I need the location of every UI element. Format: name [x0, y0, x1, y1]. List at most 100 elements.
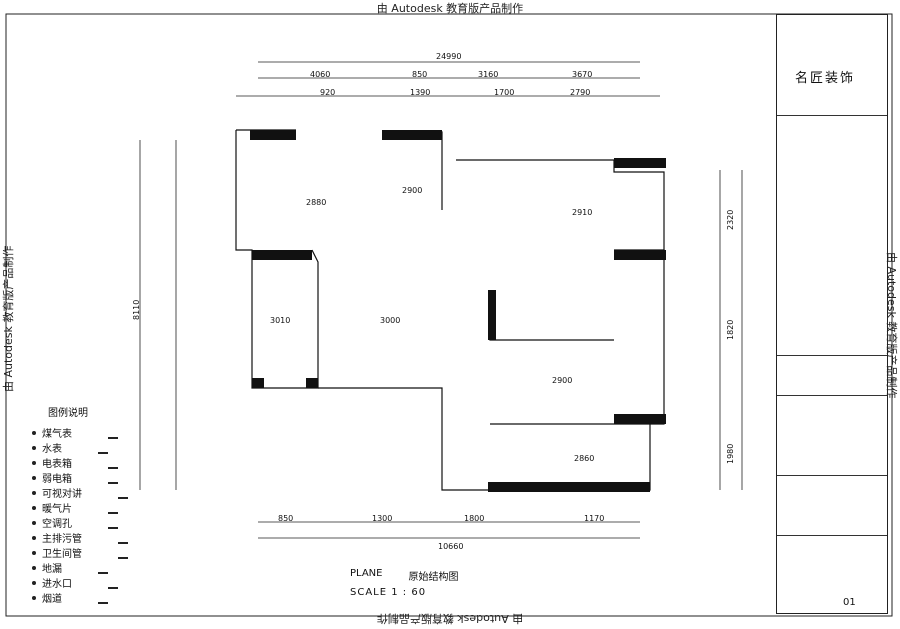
legend-item: 进水口: [32, 575, 128, 590]
legend-item-label: 电表箱: [42, 459, 72, 470]
room-height-label: 2860: [574, 454, 595, 463]
divider: [777, 395, 887, 396]
water-inlet-icon: [108, 577, 118, 589]
bullet-icon: [32, 520, 36, 525]
title-block: 名匠装饰 01: [776, 14, 888, 614]
bullet-icon: [32, 445, 36, 450]
room-height-label: 2900: [402, 186, 423, 195]
legend-item: 电表箱: [32, 455, 128, 470]
radiator-icon: [108, 502, 118, 514]
legend-item-label: 空调孔: [42, 519, 72, 530]
room-height-label: 2900: [552, 376, 573, 385]
room-height-label: 2880: [306, 198, 327, 207]
structural-columns: [250, 130, 666, 492]
watermark-top: 由 Autodesk 教育版产品制作: [376, 2, 524, 15]
dim-label-bottom: 1300: [372, 514, 393, 523]
dim-label-left-overall: 8110: [132, 299, 141, 320]
legend-item: 可视对讲: [32, 485, 128, 500]
legend-item: 暖气片: [32, 500, 128, 515]
wall-south: [318, 387, 651, 491]
bullet-icon: [32, 580, 36, 585]
legend-item: 弱电箱: [32, 470, 128, 485]
column-7: [614, 250, 666, 260]
water-meter-icon: [98, 442, 108, 454]
intercom-icon: [118, 487, 128, 499]
dim-label-top: 850: [412, 70, 428, 79]
weak-current-box-icon: [108, 472, 118, 484]
wall-inner-1: [489, 290, 614, 341]
column-9: [614, 414, 666, 424]
bullet-icon: [32, 430, 36, 435]
column-1: [250, 130, 296, 140]
watermark-left: 由 Autodesk 教育版产品制作: [2, 245, 15, 392]
room-height-label: 2910: [572, 208, 593, 217]
legend: 图例说明 煤气表水表电表箱弱电箱可视对讲暖气片空调孔主排污管卫生间管地漏进水口烟…: [32, 404, 128, 605]
divider: [777, 535, 887, 536]
bullet-icon: [32, 460, 36, 465]
column-3: [614, 158, 666, 168]
bullet-icon: [32, 475, 36, 480]
ac-hole-icon: [108, 517, 118, 529]
legend-items: 煤气表水表电表箱弱电箱可视对讲暖气片空调孔主排污管卫生间管地漏进水口烟道: [32, 425, 128, 605]
dim-label-top2: 1700: [494, 88, 515, 97]
bullet-icon: [32, 505, 36, 510]
legend-item: 主排污管: [32, 530, 128, 545]
legend-item: 水表: [32, 440, 128, 455]
legend-item-label: 暖气片: [42, 504, 72, 515]
dim-label-top: 4060: [310, 70, 331, 79]
legend-item-label: 卫生间管: [42, 549, 82, 560]
dim-label-right: 1820: [726, 319, 735, 340]
legend-item: 空调孔: [32, 515, 128, 530]
wall-outlines: [235, 129, 665, 491]
wall-north-east: [456, 159, 665, 250]
plan-heading-cn: 原始结构图: [408, 572, 459, 583]
dimension-lines: [139, 61, 743, 539]
column-2: [382, 130, 442, 140]
divider: [777, 355, 887, 356]
bullet-icon: [32, 565, 36, 570]
bath-pipe-icon: [118, 547, 128, 559]
meter-icon: [108, 427, 118, 439]
scale-label: SCALE: [350, 587, 388, 598]
plan-caption: PLANE 原始结构图 SCALE 1 : 60: [350, 568, 458, 598]
floor-drain-icon: [98, 562, 108, 574]
sheet-number: 01: [843, 597, 856, 608]
room-height-label: 3000: [380, 316, 401, 325]
dim-label-top2: 2790: [570, 88, 591, 97]
legend-item-label: 可视对讲: [42, 489, 82, 500]
electric-box-icon: [108, 457, 118, 469]
legend-item-label: 主排污管: [42, 534, 82, 545]
column-5: [252, 378, 264, 388]
divider: [777, 475, 887, 476]
bullet-icon: [32, 535, 36, 540]
dim-label-bottom-overall: 10660: [438, 542, 464, 551]
bullet-icon: [32, 490, 36, 495]
company-name: 名匠装饰: [795, 71, 856, 86]
flue-icon: [98, 592, 108, 604]
bullet-icon: [32, 595, 36, 600]
bullet-icon: [32, 550, 36, 555]
legend-item-label: 水表: [42, 444, 62, 455]
legend-item-label: 进水口: [42, 579, 72, 590]
legend-item: 煤气表: [32, 425, 128, 440]
legend-item-label: 地漏: [42, 564, 62, 575]
wall-north-mid: [382, 131, 443, 210]
dim-label-top: 3160: [478, 70, 499, 79]
dim-label-right: 1980: [726, 443, 735, 464]
dim-label-top: 3670: [572, 70, 593, 79]
room-height-label: 3010: [270, 316, 291, 325]
dim-label-top-overall: 24990: [436, 52, 462, 61]
column-10: [488, 482, 650, 492]
legend-item-label: 烟道: [42, 594, 62, 605]
legend-item: 卫生间管: [32, 545, 128, 560]
drain-pipe-icon: [118, 532, 128, 544]
wall-east: [614, 249, 665, 425]
legend-item: 烟道: [32, 590, 128, 605]
column-6: [306, 378, 318, 388]
dim-label-top2: 920: [320, 88, 336, 97]
legend-item-label: 煤气表: [42, 429, 72, 440]
legend-item: 地漏: [32, 560, 128, 575]
column-8: [488, 290, 496, 340]
dim-label-bottom: 850: [278, 514, 294, 523]
